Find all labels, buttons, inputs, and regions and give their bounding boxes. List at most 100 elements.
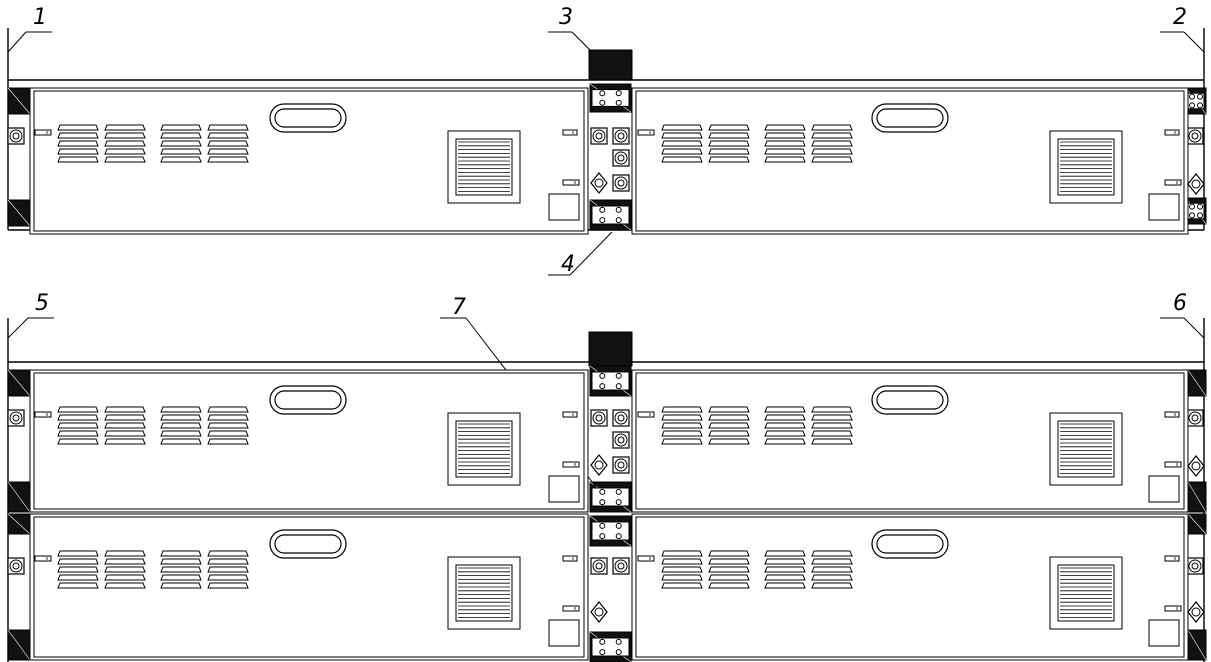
bracket-hole <box>599 372 606 379</box>
leader-6b <box>1183 317 1205 339</box>
lamp-body <box>637 129 655 136</box>
vent-slot-icon <box>708 132 750 139</box>
fan-grille-icon <box>1049 130 1123 204</box>
chassis-module-left <box>29 369 589 513</box>
round-connector-icon <box>612 431 630 449</box>
service-cover <box>548 619 580 647</box>
round-connector-icon <box>1186 409 1204 427</box>
bracket-hole <box>615 99 622 106</box>
vent-slot-icon <box>708 550 750 557</box>
vent-group <box>57 124 249 163</box>
vent-slot-icon <box>661 438 703 445</box>
round-connector-icon <box>7 127 25 145</box>
diamond-connector-icon <box>590 601 608 623</box>
round-connector-icon <box>590 557 608 575</box>
connector-core <box>12 562 20 570</box>
bracket-hole <box>615 522 622 529</box>
vent-slot-icon <box>104 156 146 163</box>
vent-slot-icon <box>764 156 806 163</box>
vent-slot-icon <box>207 566 249 573</box>
vent-slot-icon <box>661 550 703 557</box>
vent-slot-icon <box>811 438 853 445</box>
vent-slot-icon <box>207 550 249 557</box>
drawing-layer <box>7 28 1207 662</box>
connector-core <box>617 414 625 422</box>
bracket-hole <box>599 533 606 540</box>
vent-slot-icon <box>160 550 202 557</box>
vent-slot-icon <box>661 156 703 163</box>
bracket-diagonal <box>7 513 31 535</box>
bracket-diagonal <box>1187 481 1207 513</box>
callout-1: 1 <box>33 5 47 30</box>
vent-slot-icon <box>104 566 146 573</box>
vent-slot-icon <box>207 582 249 589</box>
connector-core <box>12 414 20 422</box>
lamp-body <box>34 411 52 418</box>
vent-slot-icon <box>661 132 703 139</box>
connector-core <box>617 436 625 444</box>
mounting-bracket-icon <box>1185 87 1207 115</box>
vent-slot-icon <box>661 148 703 155</box>
lamp-body <box>637 555 655 562</box>
vent-slot-icon <box>57 550 99 557</box>
lamp-body <box>1164 555 1180 562</box>
vent-slot-icon <box>811 582 853 589</box>
fan-grille-icon <box>447 412 521 486</box>
fan-grille-icon <box>1049 556 1123 630</box>
mounting-bracket-icon <box>589 515 632 547</box>
grille-inner <box>1057 138 1115 196</box>
bracket-diagonal <box>7 87 31 115</box>
vent-slot-icon <box>661 422 703 429</box>
chassis-module-left <box>29 87 589 235</box>
chassis-module-right <box>631 513 1189 661</box>
connector-core <box>617 179 625 187</box>
handle-icon <box>269 103 347 133</box>
vent-slot-icon <box>104 422 146 429</box>
grille-inner <box>455 420 513 478</box>
vent-slot-icon <box>708 438 750 445</box>
vent-slot-icon <box>764 414 806 421</box>
bracket-hole <box>1197 93 1203 100</box>
round-connector-icon <box>612 409 630 427</box>
vent-slot-icon <box>57 124 99 131</box>
vent-slot-icon <box>811 414 853 421</box>
vent-slot-icon <box>160 558 202 565</box>
vent-slot-icon <box>57 132 99 139</box>
vent-slot-icon <box>708 414 750 421</box>
vent-slot-icon <box>104 140 146 147</box>
bracket-diagonal <box>7 629 31 661</box>
bracket-hole <box>599 522 606 529</box>
leader-3b <box>571 31 593 53</box>
assembly-top <box>7 28 1207 276</box>
indicator-lamp-icon <box>562 179 580 186</box>
vent-slot-icon <box>104 430 146 437</box>
lamp-body <box>562 461 580 468</box>
vent-slot-icon <box>104 124 146 131</box>
bracket-hole <box>599 499 606 506</box>
grille-inner <box>1057 564 1115 622</box>
vent-group <box>57 406 249 445</box>
mounting-bracket-icon <box>1187 481 1207 513</box>
diamond-connector-icon <box>590 454 608 476</box>
connector-core <box>1191 414 1199 422</box>
diamond-connector-icon <box>1187 455 1205 477</box>
vent-slot-icon <box>764 582 806 589</box>
round-connector-icon <box>1186 127 1204 145</box>
callout-labels: 1 2 3 4 5 6 7 <box>33 5 1187 320</box>
vent-slot-icon <box>207 406 249 413</box>
vent-slot-icon <box>207 438 249 445</box>
vent-group <box>661 406 853 445</box>
mounting-bracket-icon <box>7 199 31 227</box>
vent-slot-icon <box>708 558 750 565</box>
bracket-hole <box>1197 212 1203 219</box>
chassis-module-left <box>29 513 589 661</box>
vent-slot-icon <box>661 414 703 421</box>
vent-slot-icon <box>160 430 202 437</box>
bracket-hole <box>1197 102 1203 109</box>
service-cover <box>1148 475 1180 503</box>
leader-2b <box>1183 31 1205 53</box>
bracket-hole <box>599 99 606 106</box>
diamond-core <box>1191 607 1201 617</box>
vent-slot-icon <box>708 430 750 437</box>
